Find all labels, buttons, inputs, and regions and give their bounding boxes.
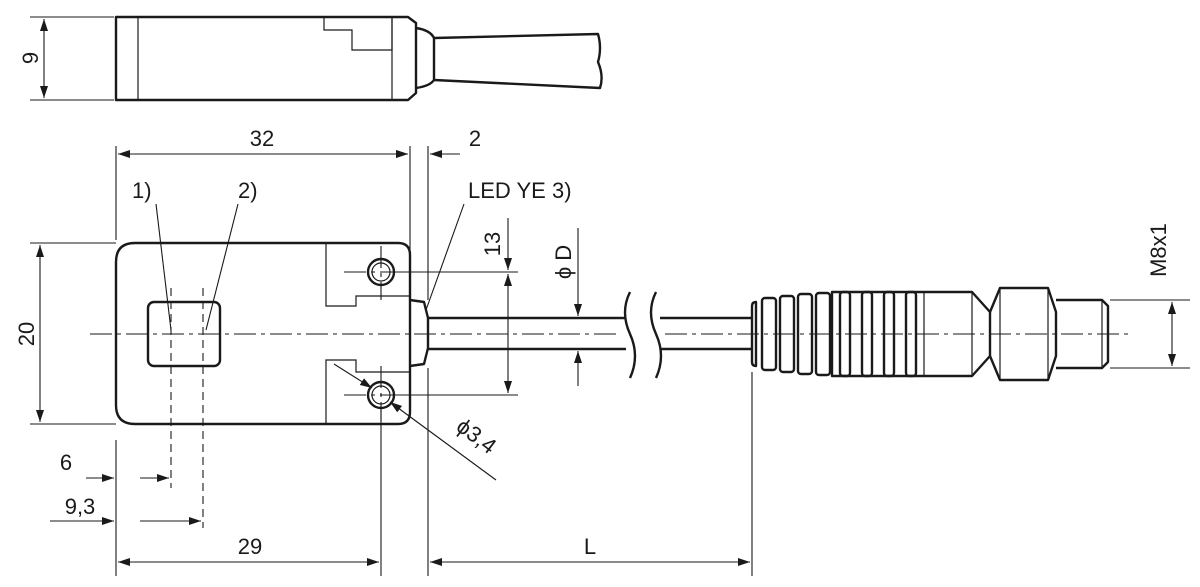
top-view (90, 241, 1130, 426)
led-gland (409, 298, 430, 368)
dim-length-total: 32 (250, 126, 274, 151)
dim-cable-offset: 2 (469, 126, 481, 151)
dim-height-side: 9 (18, 52, 43, 64)
dim-hole-position: 29 (238, 534, 262, 559)
dim-thread: M8x1 (1146, 223, 1171, 277)
dim-sensor-center-1: 6 (60, 450, 72, 475)
dim-cable-length: L (584, 534, 596, 559)
dim-sensor-center-2: 9,3 (65, 494, 96, 519)
dim-hole-spacing: 13 (480, 232, 505, 256)
m8-connector (750, 286, 1110, 382)
note-sensor-1: 1) (132, 178, 152, 203)
dim-hole-diameter: ϕ3,4 (452, 413, 501, 459)
note-sensor-2: 2) (238, 178, 258, 203)
dim-width: 20 (14, 322, 39, 346)
dim-cable-diameter: ϕ D (551, 245, 576, 279)
note-led: LED YE 3) (468, 178, 572, 203)
dimensions: 32 2 1) 2) LED YE 3) 20 13 ϕ D ϕ3,4 (14, 126, 1190, 576)
cable (428, 291, 752, 379)
side-view: 9 (18, 15, 603, 102)
